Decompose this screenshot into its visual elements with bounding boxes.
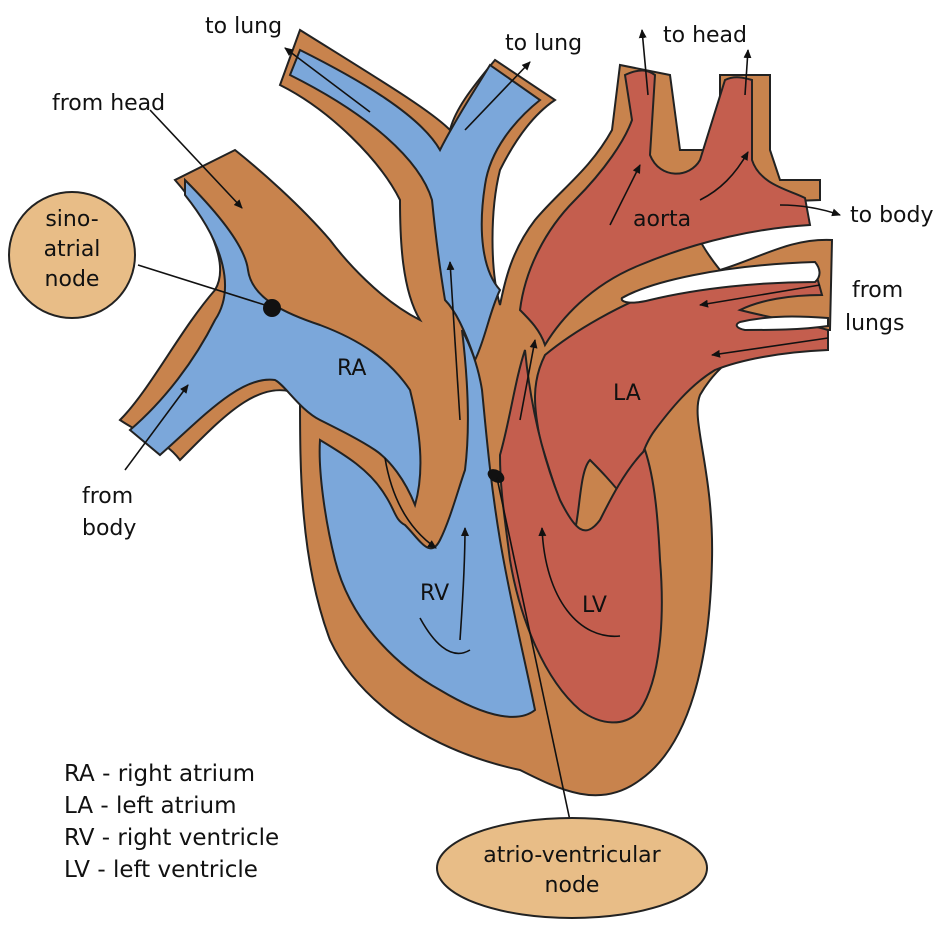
label-to-body: to body bbox=[850, 203, 934, 228]
label-to-lung-right: to lung bbox=[505, 31, 582, 56]
label-to-lung-left: to lung bbox=[205, 14, 282, 39]
av-node-label-2: node bbox=[545, 873, 600, 898]
label-ra: RA bbox=[337, 356, 366, 381]
sa-node-label-2: atrial bbox=[44, 237, 101, 262]
label-la: LA bbox=[613, 381, 641, 406]
label-from-body-2: body bbox=[82, 516, 136, 541]
legend-item-ra: RA - right atrium bbox=[64, 761, 255, 787]
sa-node-label-3: node bbox=[45, 267, 100, 292]
label-from-lungs-1: from bbox=[852, 278, 903, 303]
legend-item-lv: LV - left ventricle bbox=[64, 857, 258, 883]
av-node-bubble bbox=[437, 818, 707, 918]
av-node-label-1: atrio-ventricular bbox=[483, 843, 661, 868]
label-lv: LV bbox=[582, 593, 607, 618]
legend-item-rv: RV - right ventricle bbox=[64, 825, 279, 851]
sa-node-label-1: sino- bbox=[45, 207, 98, 232]
label-from-body-1: from bbox=[82, 484, 133, 509]
sa-node-dot bbox=[263, 299, 281, 317]
label-to-head: to head bbox=[663, 23, 747, 48]
legend-item-la: LA - left atrium bbox=[64, 793, 237, 819]
label-from-lungs-2: lungs bbox=[845, 311, 904, 336]
label-rv: RV bbox=[420, 581, 449, 606]
label-aorta: aorta bbox=[633, 207, 691, 232]
label-from-head: from head bbox=[52, 91, 165, 116]
